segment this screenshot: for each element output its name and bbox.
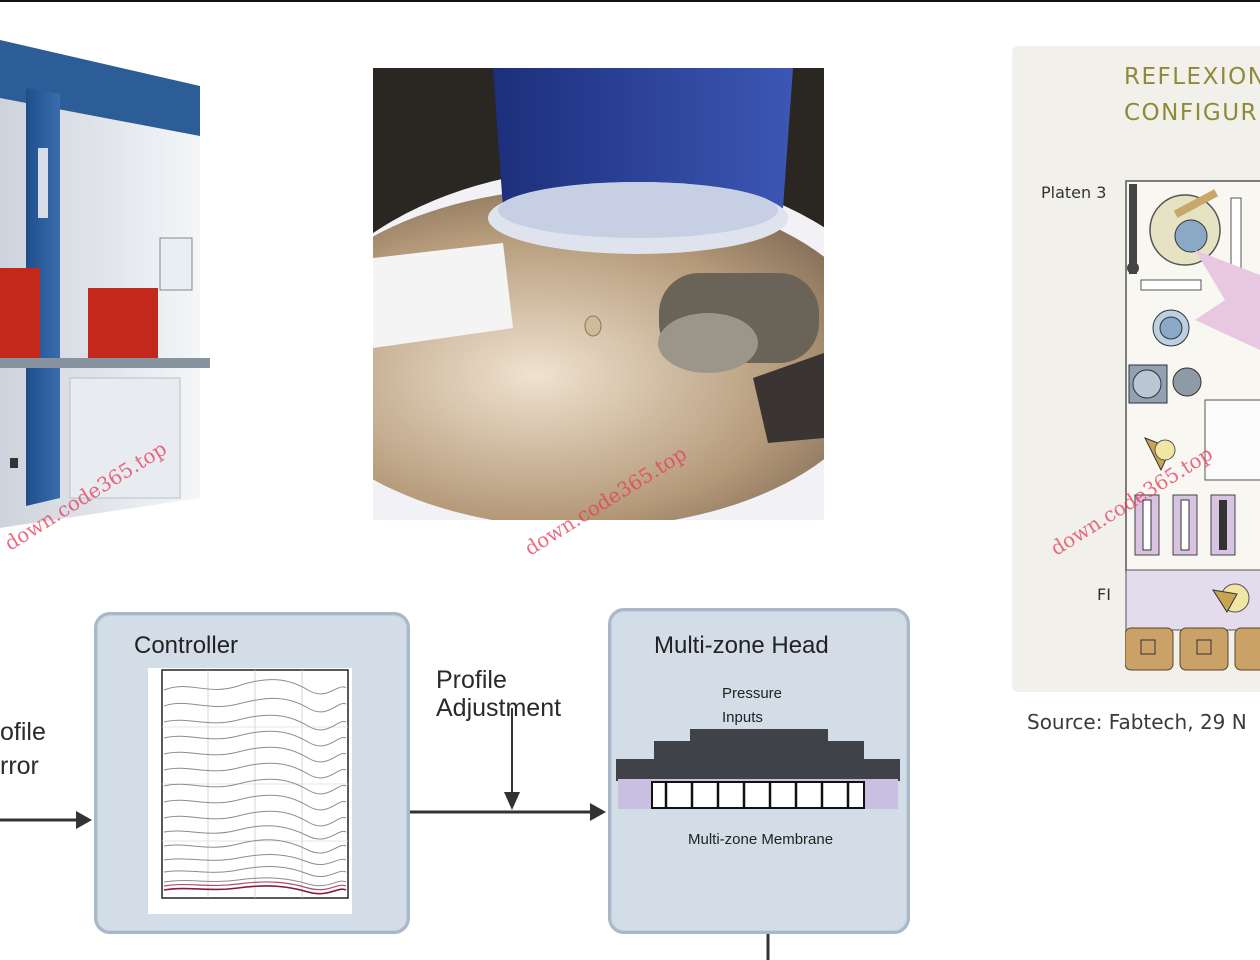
reflexion-title-line2: CONFIGUR <box>1124 100 1259 126</box>
profile-adjustment-label-line2: Adjustment <box>436 694 562 722</box>
multi-zone-head-graphic <box>616 729 900 809</box>
multi-zone-head-title: Multi-zone Head <box>654 632 829 659</box>
reflexion-title-line1: REFLEXION <box>1124 64 1260 90</box>
pressure-inputs-label-line1: Pressure <box>722 685 783 702</box>
diagram-arrows <box>0 708 770 960</box>
controller-profile-plot <box>148 668 352 914</box>
profile-adjustment-label-line1: Profile <box>436 666 507 694</box>
reflexion-layout-diagram <box>1125 180 1260 672</box>
platen-3-label: Platen 3 <box>1041 183 1107 202</box>
cmp-machine-image <box>0 28 218 528</box>
arrow-into-head <box>590 803 606 821</box>
top-rule <box>0 0 1260 2</box>
controller-title: Controller <box>134 632 239 659</box>
fi-label: FI <box>1097 585 1111 604</box>
profile-error-label-line2: rror <box>0 752 39 780</box>
multi-zone-membrane-label: Multi-zone Membrane <box>688 831 834 848</box>
source-caption: Source: Fabtech, 29 N <box>1027 710 1247 734</box>
pressure-inputs-label-line2: Inputs <box>722 709 763 726</box>
arrow-into-controller <box>76 811 92 829</box>
profile-error-label-line1: ofile <box>0 718 46 746</box>
polishing-pad-photo <box>373 68 824 520</box>
